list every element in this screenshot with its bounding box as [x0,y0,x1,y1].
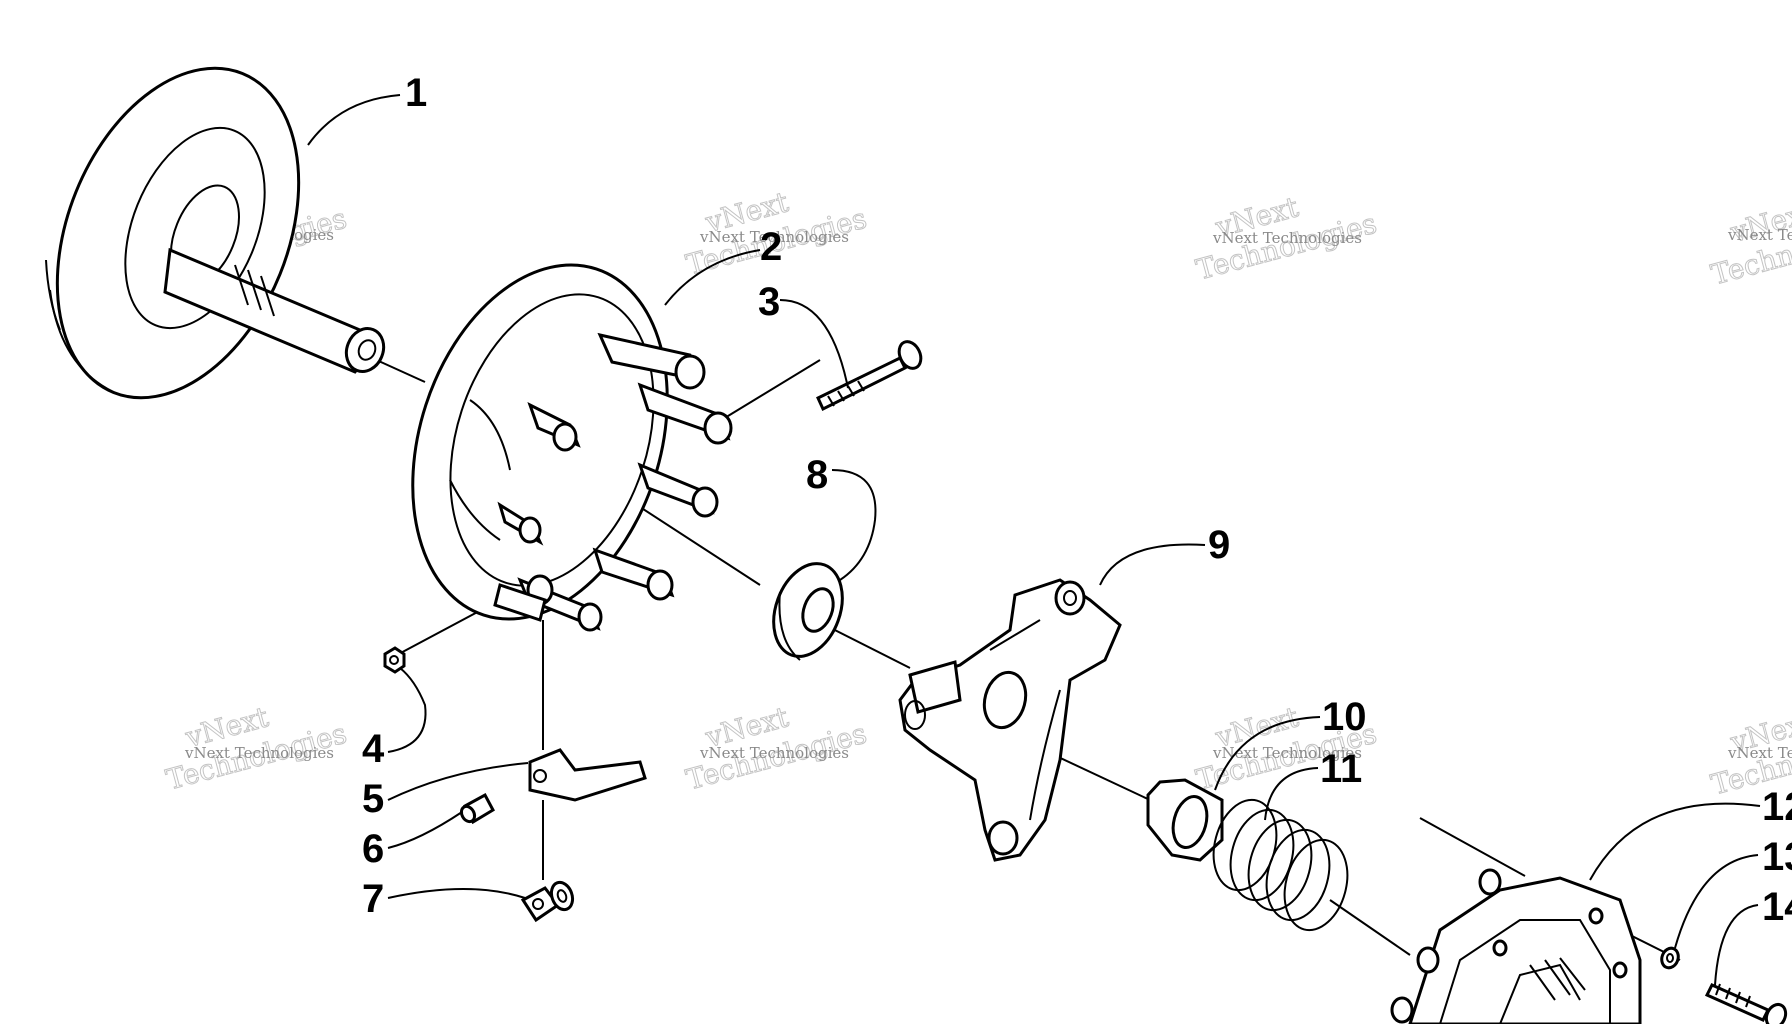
leader-4 [387,667,427,753]
callout-3: 3 [758,280,780,324]
watermark-small: vNext Technologies [1212,744,1362,762]
leader-13 [1674,854,1759,949]
part-weight-5 [528,748,647,802]
part-washers-7 [520,880,575,923]
callout-12: 12 [1762,785,1792,829]
part-spring-11 [1212,798,1349,932]
leader-1 [307,94,401,146]
callout-8: 8 [806,453,828,497]
part-moveable-sheave-12 [1390,868,1642,1024]
leader-5 [387,762,529,801]
watermark-small: vNext Technologies [1727,226,1792,244]
leader-10 [1214,716,1321,791]
callout-5: 5 [362,777,384,821]
callout-2: 2 [760,225,782,269]
watermark: vNext Technologies [162,700,351,797]
leader-7 [387,888,526,899]
part-sheave-1 [45,66,386,400]
callout-1: 1 [405,71,427,115]
watermark-small: vNext Technologies [184,744,334,762]
callout-labels: 1 2 3 4 5 6 7 8 9 10 11 12 13 14 [362,71,1792,929]
leader-9 [1099,543,1206,586]
watermark-small: vNext Technologies [1727,744,1792,762]
callout-7: 7 [362,877,384,921]
part-bushing-6 [459,792,495,825]
watermark: vNext Technologies [682,700,871,797]
part-nut-4 [383,646,406,674]
leader-2 [664,249,761,306]
leader-11 [1264,767,1319,821]
callout-11: 11 [1320,747,1362,791]
callout-10: 10 [1322,695,1367,739]
part-spider-2 [411,263,733,632]
leader-8 [831,469,877,581]
watermark-small: vNext Technologies [1212,229,1362,247]
part-cam-arm-9 [898,578,1122,862]
leader-3 [779,299,849,389]
callout-13: 13 [1762,835,1792,879]
part-washer-8 [772,562,844,661]
callout-6: 6 [362,827,384,871]
part-nut-10 [1146,778,1224,862]
part-bolt-3 [816,340,923,412]
callout-14: 14 [1762,885,1792,929]
leader-14 [1714,904,1759,986]
watermark-small: vNext Technologies [699,744,849,762]
leader-lines [307,94,1761,986]
leader-6 [387,811,463,849]
part-screw-14 [1704,983,1788,1024]
watermark-small: vNext Technologies [699,228,849,246]
callout-4: 4 [362,727,385,771]
leader-12 [1589,802,1761,881]
callout-9: 9 [1208,523,1230,567]
part-washer-13 [1660,946,1680,970]
